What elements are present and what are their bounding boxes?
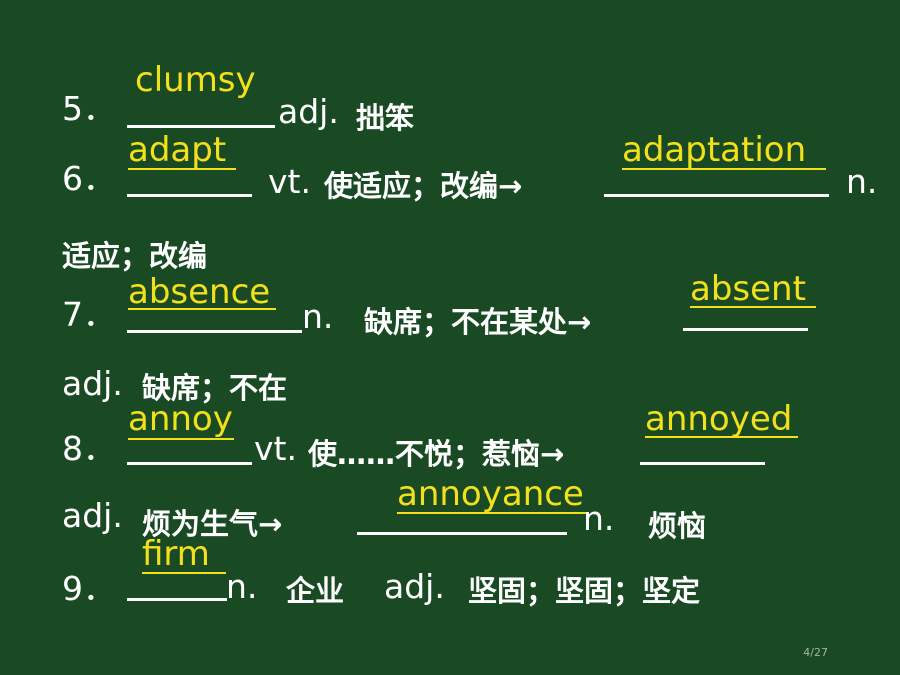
- item-5-blank: [127, 125, 275, 128]
- item-9-pos: n.: [226, 567, 258, 606]
- item-7-blank: [127, 330, 302, 333]
- item-6-derived-underline: [622, 168, 826, 170]
- item-9-adj-meaning: 坚固；坚固；坚定: [468, 574, 701, 608]
- item-9-answer-underline: [142, 572, 226, 574]
- item-6-derived-pos: n.: [846, 162, 878, 201]
- item-9-number: 9．: [62, 569, 116, 608]
- item-6-derived-meaning: 适应；改编: [62, 239, 208, 273]
- item-6-number: 6．: [62, 159, 116, 198]
- item-5-number: 5．: [62, 89, 116, 128]
- item-9-answer: firm: [142, 534, 210, 574]
- item-7-derived-pos: adj.: [62, 364, 123, 403]
- item-8-meaning: 使……不悦；惹恼→: [308, 437, 565, 471]
- item-8-noun-blank: [357, 532, 567, 535]
- item-8-noun-underline: [397, 512, 587, 514]
- item-8-derived-underline: [645, 436, 798, 438]
- item-8-noun-answer: annoyance: [397, 474, 584, 514]
- item-7-pos: n.: [302, 297, 334, 336]
- item-6-derived-answer: adaptation: [622, 130, 807, 170]
- item-5-meaning: 拙笨: [356, 101, 415, 135]
- item-7-derived-underline: [690, 306, 816, 308]
- item-8-blank: [127, 462, 252, 465]
- item-7-number: 7．: [62, 295, 116, 334]
- item-8-derived-pos: adj.: [62, 496, 123, 535]
- item-7-answer-underline: [128, 308, 276, 310]
- item-8-derived-answer: annoyed: [645, 399, 793, 439]
- item-9-blank: [127, 598, 227, 601]
- item-8-number: 8．: [62, 429, 116, 468]
- item-8-pos: vt.: [254, 429, 297, 468]
- item-5-pos: adj.: [278, 92, 339, 131]
- item-6-derived-blank: [604, 194, 829, 197]
- item-8-derived-blank: [640, 462, 765, 465]
- item-6-blank: [127, 194, 252, 197]
- item-7-derived-blank: [683, 328, 808, 331]
- item-8-derived-meaning: 烦为生气→: [142, 507, 283, 541]
- item-8-answer-underline: [128, 438, 234, 440]
- item-6-meaning: 使适应；改编→: [324, 169, 523, 203]
- item-7-meaning: 缺席；不在某处→: [364, 305, 592, 339]
- item-6-answer-underline: [128, 168, 236, 170]
- item-9-adj-pos: adj.: [384, 567, 445, 606]
- item-8-answer: annoy: [128, 399, 233, 439]
- item-8-noun-pos: n.: [583, 499, 615, 538]
- item-8-noun-meaning: 烦恼: [648, 509, 707, 543]
- item-7-derived-meaning: 缺席；不在: [142, 371, 288, 405]
- item-6-answer: adapt: [128, 130, 227, 170]
- item-5-answer: clumsy: [135, 60, 256, 100]
- item-9-meaning: 企业: [286, 574, 345, 608]
- page-number: 4/27: [803, 646, 828, 659]
- item-7-derived-answer: absent: [690, 269, 806, 309]
- item-7-answer: absence: [128, 272, 271, 312]
- item-6-pos: vt.: [268, 162, 311, 201]
